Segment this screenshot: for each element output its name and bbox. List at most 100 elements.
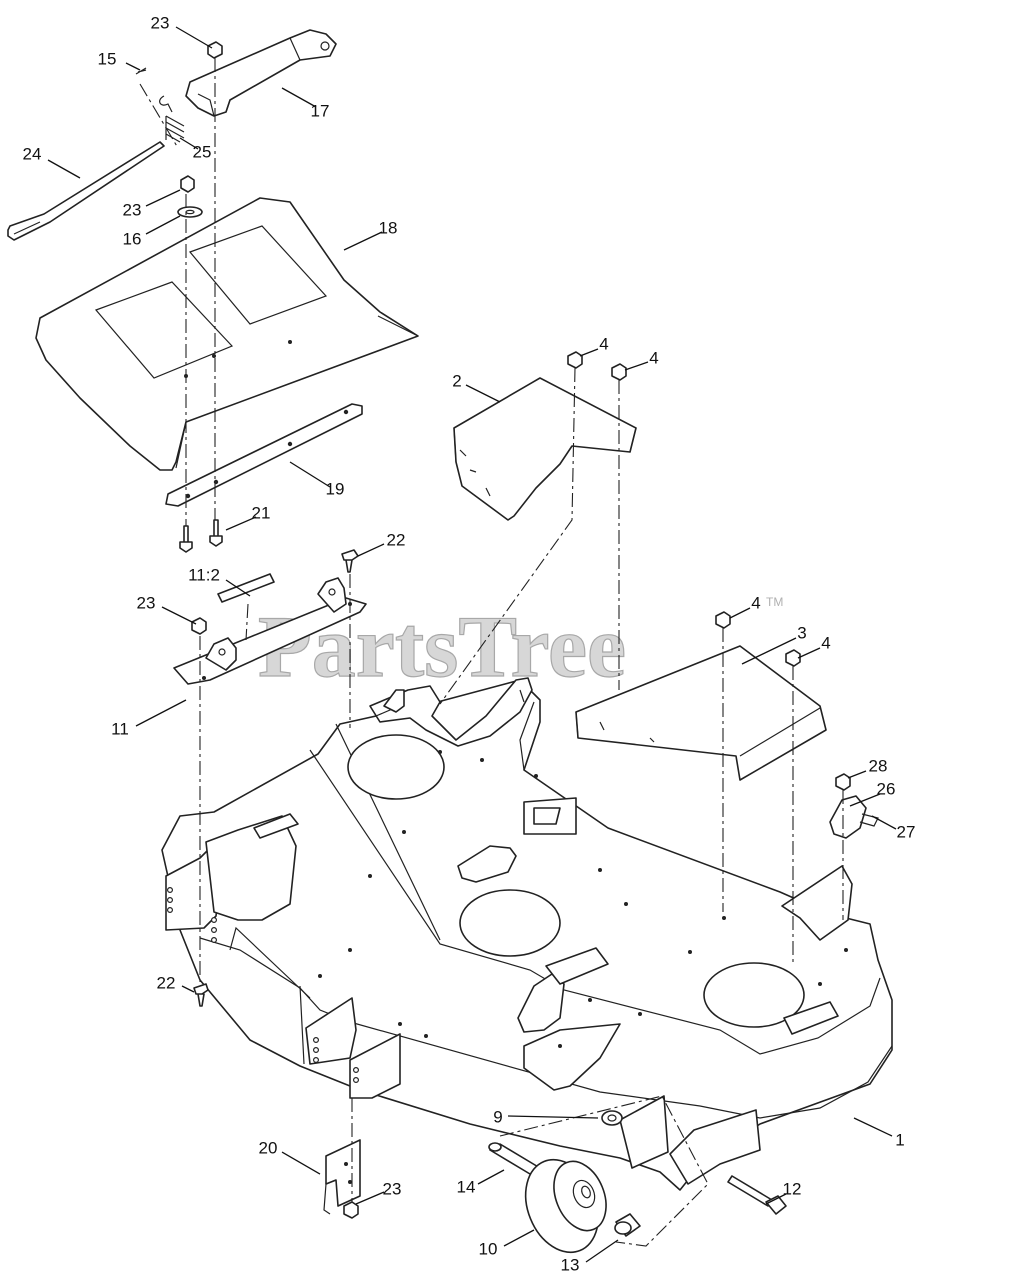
- part-22-bolt-top: [341, 549, 359, 573]
- callout-c4b: 4: [624, 348, 659, 371]
- callout-c11: 11: [111, 699, 187, 738]
- callout-leader-line: [849, 793, 881, 807]
- callout-leader-line: [503, 1229, 535, 1247]
- part-23-nut-top: [207, 41, 223, 59]
- part-2-cover: [453, 377, 637, 521]
- callout-c21: 21: [225, 503, 271, 531]
- part-24-rod: [7, 141, 165, 241]
- callout-c10: 10: [479, 1229, 535, 1258]
- deck-brackets-left: [165, 815, 297, 943]
- callout-number: 14: [457, 1177, 476, 1196]
- callout-number: 12: [783, 1179, 802, 1198]
- callout-c15: 15: [98, 49, 141, 71]
- part-18-panel: [35, 197, 419, 471]
- callout-leader-line: [225, 516, 257, 531]
- callout-number: 23: [383, 1179, 402, 1198]
- callout-leader-line: [624, 361, 649, 371]
- part-25-spring: [159, 95, 185, 143]
- callout-number: 26: [877, 779, 896, 798]
- part-11-2-decal: [217, 573, 275, 603]
- part-12-bolt: [727, 1175, 787, 1215]
- callout-c18: 18: [343, 218, 397, 251]
- callout-number: 22: [157, 973, 176, 992]
- callout-leader-line: [797, 647, 821, 659]
- callout-leader-line: [145, 189, 181, 207]
- callout-leader-line: [281, 87, 317, 108]
- callout-leader-line: [225, 579, 251, 597]
- part-4-bolts-lower: [715, 611, 801, 667]
- callout-leader-line: [729, 607, 751, 619]
- callout-c9: 9: [493, 1107, 599, 1126]
- callout-c4d: 4: [797, 633, 831, 659]
- deck-hitch-bracket: [369, 677, 533, 747]
- callout-leader-line: [585, 1239, 619, 1263]
- callout-c16: 16: [123, 215, 181, 248]
- callout-number: 11:2: [188, 565, 220, 584]
- part-14-axle: [488, 1142, 541, 1175]
- callout-leader-line: [343, 231, 383, 251]
- callout-leader-line: [741, 637, 797, 665]
- callout-c24: 24: [23, 144, 81, 179]
- callout-number: 4: [649, 348, 658, 367]
- callout-leader-line: [135, 699, 187, 727]
- callout-leader-line: [765, 1193, 787, 1205]
- callout-c23b: 23: [123, 189, 181, 219]
- callout-number: 24: [23, 144, 42, 163]
- callout-c1: 1: [853, 1117, 905, 1149]
- callout-number: 23: [123, 200, 142, 219]
- callout-c23d: 23: [355, 1179, 402, 1205]
- callout-number: 2: [452, 371, 461, 390]
- callout-number: 4: [821, 633, 830, 652]
- callout-c12: 12: [765, 1179, 802, 1205]
- callout-number: 27: [897, 822, 916, 841]
- callout-leader-line: [357, 543, 385, 557]
- deck-details: [253, 750, 848, 1048]
- callout-number: 20: [259, 1138, 278, 1157]
- callout-c17: 17: [281, 87, 330, 120]
- callout-number: 9: [493, 1107, 502, 1126]
- callout-leader-line: [507, 1115, 599, 1119]
- deck-blade-openings: [347, 734, 805, 1028]
- part-28-bolt: [835, 773, 851, 791]
- callout-c25: 25: [179, 137, 212, 161]
- callout-leader-line: [179, 137, 199, 150]
- part-16-washer: [177, 206, 203, 218]
- callout-c28: 28: [847, 756, 888, 779]
- part-21-bolts: [179, 519, 223, 553]
- deck-brackets-front: [305, 973, 761, 1185]
- callout-c2: 2: [452, 371, 501, 403]
- callout-c23a: 23: [151, 13, 213, 49]
- part-22-bolt-lower: [193, 983, 209, 1007]
- callout-number: 11: [111, 719, 129, 738]
- callout-leader-line: [175, 26, 213, 49]
- callout-number: 10: [479, 1239, 498, 1258]
- callout-c3: 3: [741, 623, 807, 665]
- part-26-elbow: [829, 795, 879, 839]
- callout-leader-line: [145, 215, 181, 235]
- callout-c22a: 22: [357, 530, 405, 557]
- callout-number: 23: [137, 593, 156, 612]
- callout-number: 4: [599, 334, 608, 353]
- callout-leader-line: [477, 1169, 505, 1185]
- part-13-bushing: [614, 1213, 641, 1237]
- callout-c22b: 22: [157, 973, 195, 993]
- callout-number: 28: [869, 756, 888, 775]
- callout-leader-line: [125, 62, 141, 71]
- callout-leader-line: [181, 985, 195, 993]
- deck-bracket-right: [781, 865, 853, 941]
- callout-number: 25: [193, 142, 212, 161]
- callout-leader-line: [847, 770, 867, 779]
- callout-leader-line: [47, 159, 81, 179]
- callout-number: 17: [311, 101, 330, 120]
- callout-leader-line: [281, 1151, 321, 1175]
- callout-leader-line: [161, 606, 197, 625]
- part-10-wheel: [524, 1158, 607, 1254]
- part-23-nut-lower: [343, 1201, 359, 1219]
- callout-number: 21: [252, 503, 271, 522]
- callout-leader-line: [355, 1191, 385, 1205]
- callout-c4a: 4: [579, 334, 609, 357]
- callout-number: 4: [751, 593, 760, 612]
- part-17-height-bracket: [185, 29, 337, 117]
- callout-number: 1: [895, 1130, 904, 1149]
